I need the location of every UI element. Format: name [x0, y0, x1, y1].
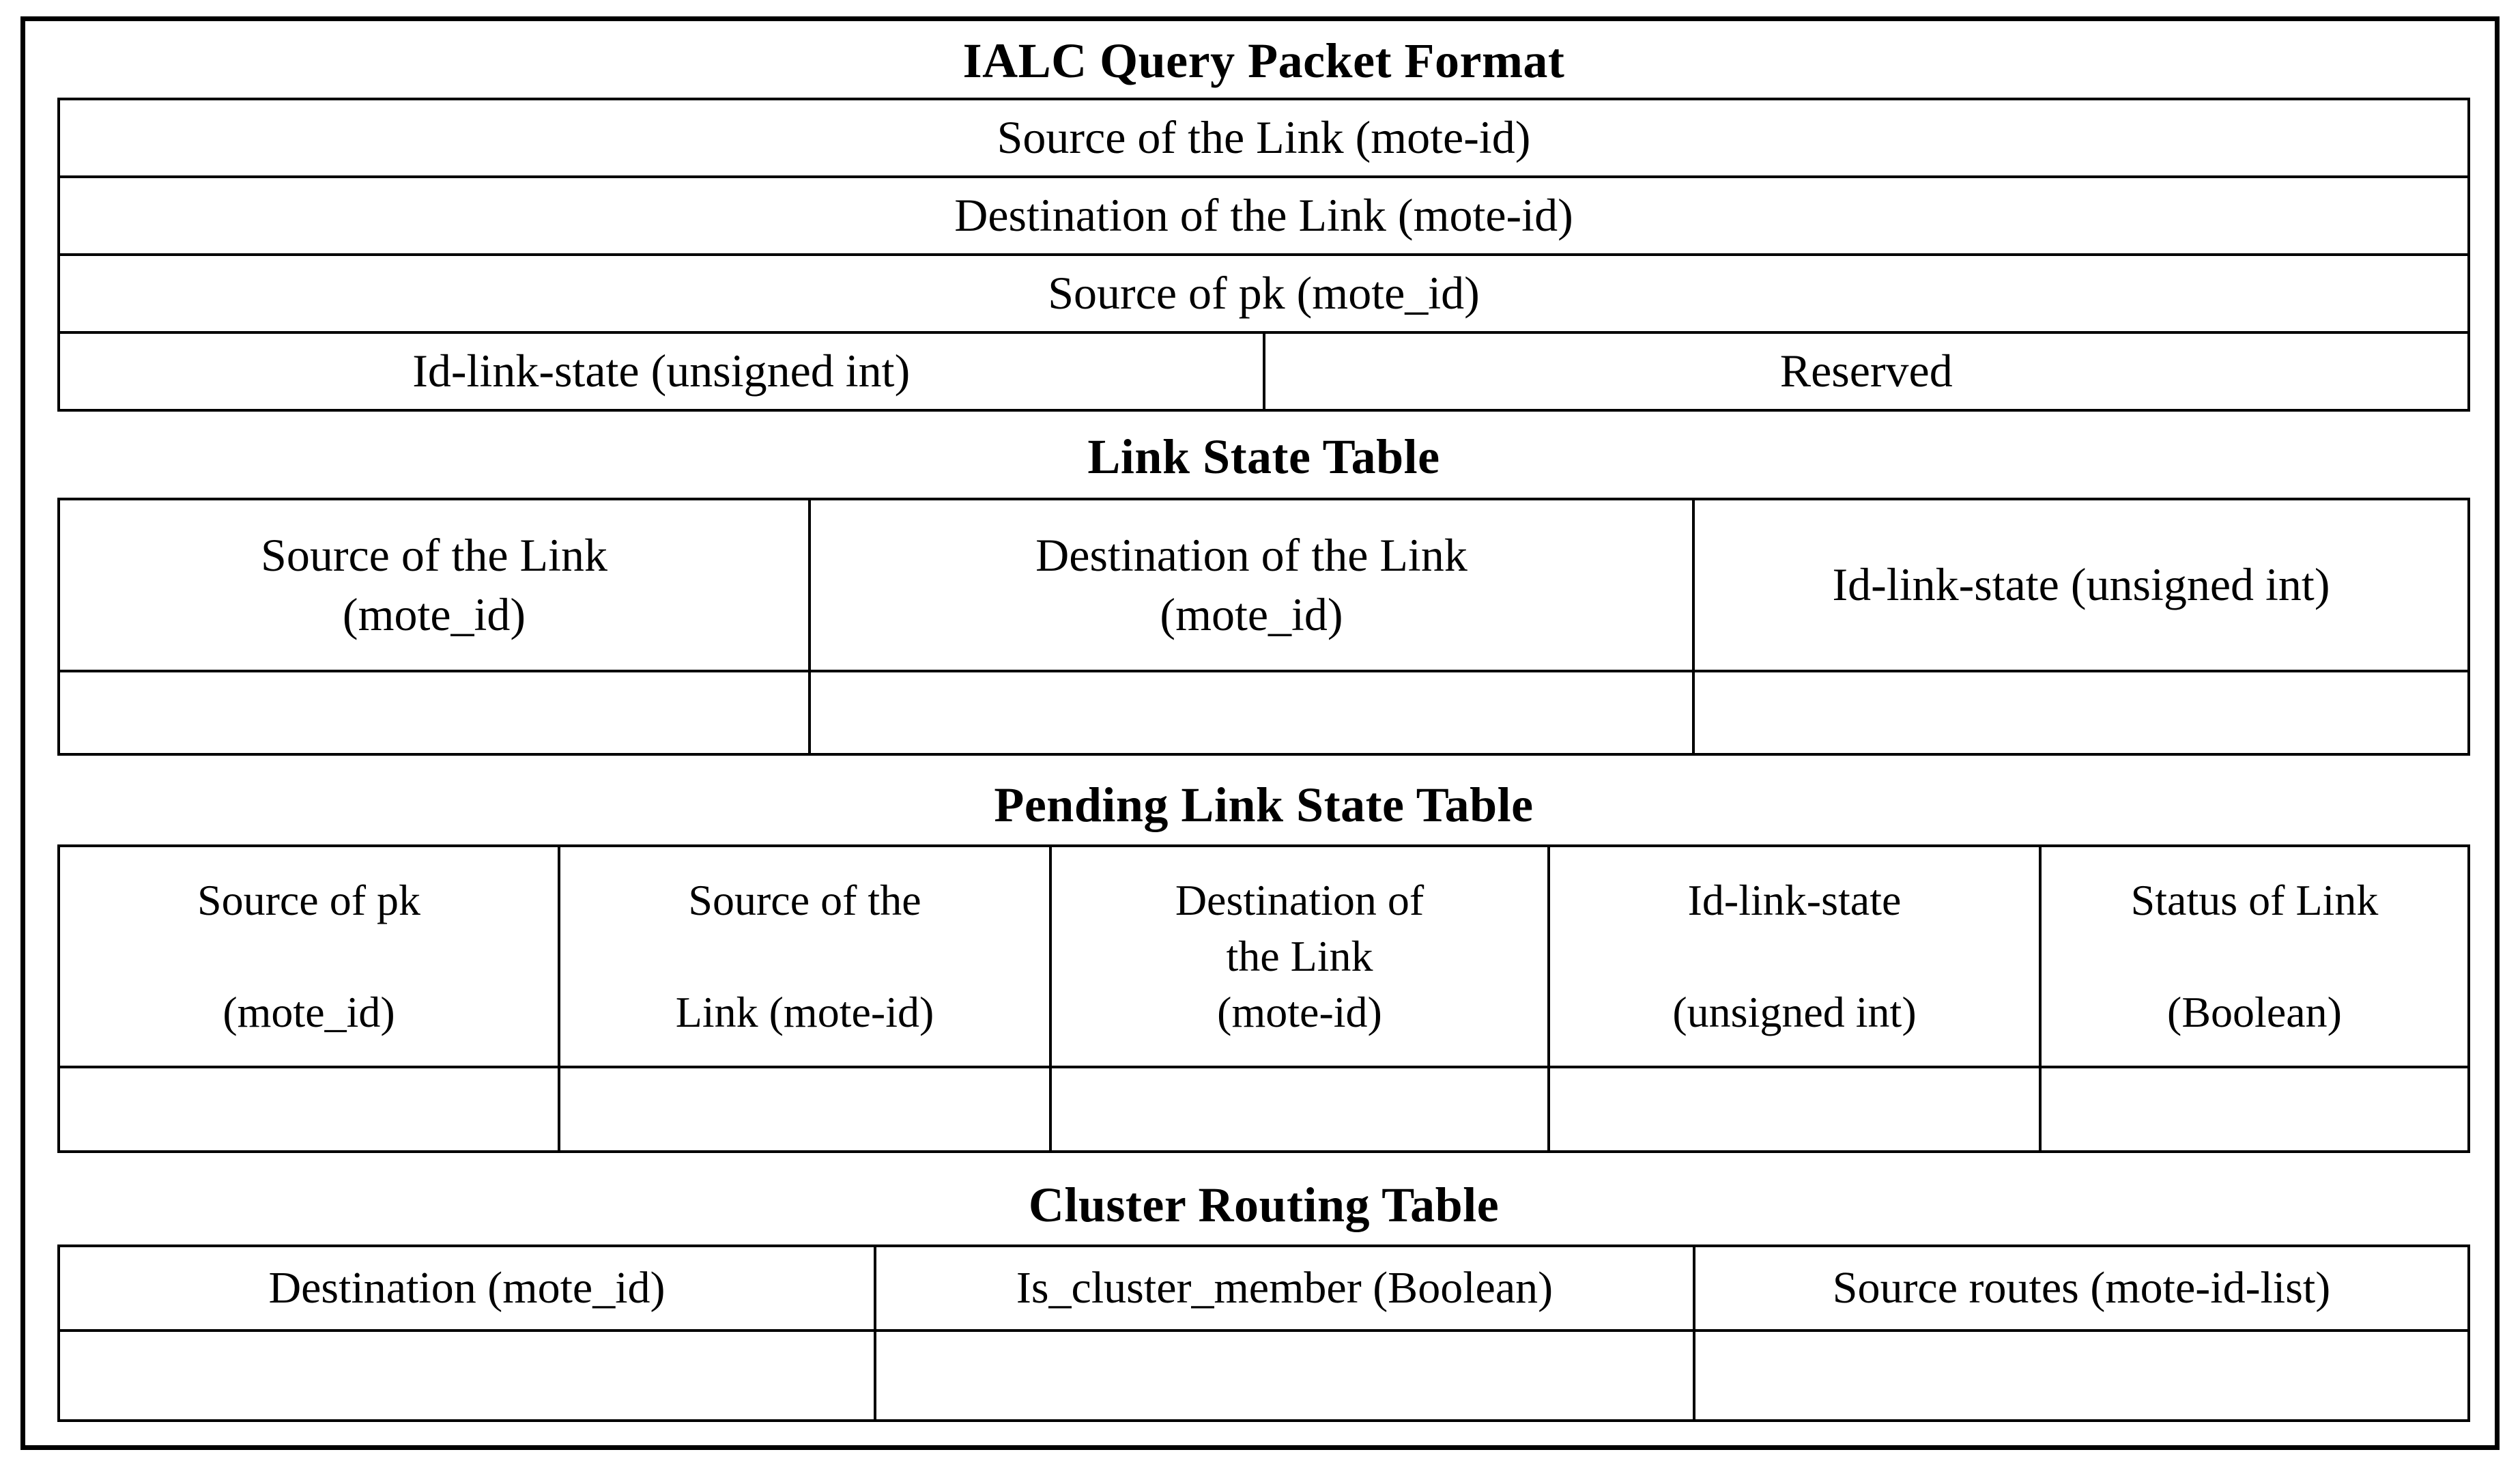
link-state-cell-destination — [808, 670, 1695, 756]
header-line-2: (mote_id) — [1160, 588, 1343, 640]
header-line-1: Source of the Link — [261, 528, 607, 581]
table-row: Id-link-state (unsigned int) Reserved — [57, 331, 2470, 412]
header-line-3: (mote-id) — [1217, 987, 1382, 1036]
packet-field-destination-link: Destination of the Link (mote-id) — [57, 175, 2470, 256]
link-state-header-destination: Destination of the Link (mote_id) — [808, 498, 1695, 672]
pending-header-destination-link: Destination of the Link (mote-id) — [1049, 844, 1550, 1068]
pending-link-state-table-title: Pending Link State Table — [994, 778, 1534, 832]
cluster-header-is-cluster-member: Is_cluster_member (Boolean) — [874, 1244, 1695, 1332]
packet-field-source-pk: Source of pk (mote_id) — [57, 253, 2470, 334]
cluster-cell-destination — [57, 1329, 876, 1422]
header-line-2: Link (mote-id) — [675, 987, 934, 1036]
page-frame: IALC Query Packet Format Source of the L… — [20, 16, 2500, 1450]
content-column: IALC Query Packet Format Source of the L… — [57, 21, 2470, 1422]
packet-field-reserved: Reserved — [1262, 331, 2470, 412]
link-state-table-title: Link State Table — [1087, 429, 1440, 484]
packet-format-title: IALC Query Packet Format — [962, 33, 1565, 88]
pending-cell-source-pk — [57, 1066, 560, 1153]
table-row: Destination of the Link (mote-id) — [57, 175, 2470, 256]
header-line-1: Source of pk — [197, 876, 421, 925]
link-state-header-source: Source of the Link (mote_id) — [57, 498, 811, 672]
header-line-1: Status of Link — [2130, 876, 2379, 925]
link-state-cell-source — [57, 670, 811, 756]
pending-cell-destination-link — [1049, 1066, 1550, 1153]
link-state-table: Source of the Link (mote_id) Destination… — [57, 498, 2470, 756]
header-line-2: (mote_id) — [342, 588, 526, 640]
table-row — [57, 670, 2470, 756]
table-row: Source of the Link (mote-id) — [57, 98, 2470, 178]
header-line-2: the Link — [1226, 932, 1373, 981]
pending-link-state-table: Source of pk (mote_id) Source of the Lin… — [57, 844, 2470, 1153]
cluster-routing-table: Destination (mote_id) Is_cluster_member … — [57, 1244, 2470, 1422]
pending-header-source-pk: Source of pk (mote_id) — [57, 844, 560, 1068]
cluster-header-source-routes: Source routes (mote-id-list) — [1693, 1244, 2470, 1332]
header-line-2: (Boolean) — [2167, 987, 2342, 1036]
header-line-2: (unsigned int) — [1672, 987, 1917, 1036]
link-state-header-id-link-state: Id-link-state (unsigned int) — [1692, 498, 2470, 672]
table-row: Source of pk (mote_id) — [57, 253, 2470, 334]
link-state-cell-id-link-state — [1692, 670, 2470, 756]
table-header-row: Source of the Link (mote_id) Destination… — [57, 498, 2470, 672]
header-line-2: (mote_id) — [223, 987, 395, 1036]
header-line-1: Source of the — [688, 876, 921, 925]
cluster-routing-table-title: Cluster Routing Table — [1028, 1178, 1500, 1232]
packet-format-table: Source of the Link (mote-id) Destination… — [57, 98, 2470, 412]
pending-header-id-link-state: Id-link-state (unsigned int) — [1547, 844, 2042, 1068]
table-row — [57, 1066, 2470, 1153]
header-line-1: Destination of the Link — [1035, 528, 1467, 581]
packet-field-id-link-state: Id-link-state (unsigned int) — [57, 331, 1265, 412]
pending-header-status-link: Status of Link (Boolean) — [2039, 844, 2470, 1068]
cluster-cell-source-routes — [1693, 1329, 2470, 1422]
table-header-row: Source of pk (mote_id) Source of the Lin… — [57, 844, 2470, 1068]
packet-field-source-link: Source of the Link (mote-id) — [57, 98, 2470, 178]
table-header-row: Destination (mote_id) Is_cluster_member … — [57, 1244, 2470, 1332]
pending-header-source-link: Source of the Link (mote-id) — [558, 844, 1052, 1068]
header-line-1: Id-link-state (unsigned int) — [1832, 558, 2330, 611]
table-row — [57, 1329, 2470, 1422]
pending-cell-source-link — [558, 1066, 1052, 1153]
pending-cell-id-link-state — [1547, 1066, 2042, 1153]
pending-cell-status-link — [2039, 1066, 2470, 1153]
cluster-header-destination: Destination (mote_id) — [57, 1244, 876, 1332]
header-line-1: Id-link-state — [1687, 876, 1902, 925]
header-line-1: Destination of — [1175, 876, 1424, 925]
cluster-cell-is-cluster-member — [874, 1329, 1695, 1422]
